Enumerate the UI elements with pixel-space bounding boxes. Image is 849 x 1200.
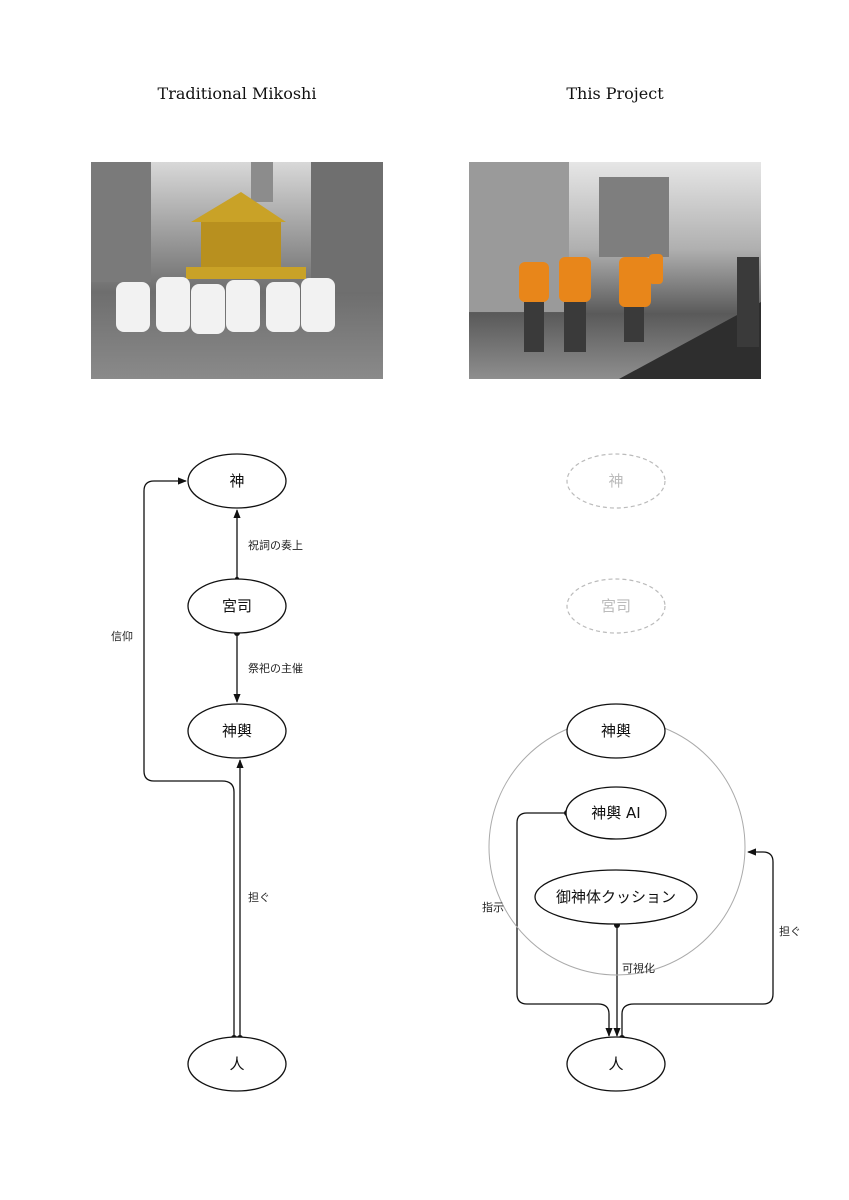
edge-shiji (516, 812, 613, 1037)
svg-text:神輿: 神輿 (601, 722, 631, 740)
svg-text:人: 人 (608, 1055, 623, 1073)
project-mikoshi-photo (469, 162, 761, 379)
svg-text:宮司: 宮司 (222, 597, 252, 615)
left-column-title: Traditional Mikoshi (157, 84, 317, 103)
node-hito-right: 人 (566, 1036, 666, 1092)
right-column-title: This Project (566, 84, 664, 103)
svg-text:御神体クッション: 御神体クッション (556, 888, 676, 906)
node-mikoshi-right: 神輿 (566, 703, 666, 759)
node-kami-ghost: 神 (566, 453, 666, 509)
svg-text:神: 神 (608, 472, 623, 490)
node-kami: 神 (187, 453, 287, 509)
edge-shinko (143, 477, 235, 1038)
label-shiji: 指示 (482, 900, 504, 914)
node-cushion: 御神体クッション (534, 869, 698, 925)
node-guji: 宮司 (187, 578, 287, 634)
node-mikoshi-ai: 神輿 AI (565, 786, 667, 840)
svg-text:人: 人 (229, 1055, 244, 1073)
label-kashika: 可視化 (622, 961, 655, 975)
svg-text:神輿: 神輿 (222, 722, 252, 740)
edge-katsugu-right (621, 848, 774, 1038)
label-katsugu-left: 担ぐ (248, 890, 270, 904)
traditional-mikoshi-photo (91, 162, 383, 379)
svg-text:神: 神 (229, 472, 244, 490)
node-hito: 人 (187, 1036, 287, 1092)
svg-text:宮司: 宮司 (601, 597, 631, 615)
label-shinko: 信仰 (111, 629, 133, 643)
node-guji-ghost: 宮司 (566, 578, 666, 634)
svg-text:神輿 AI: 神輿 AI (591, 804, 640, 822)
label-norito: 祝詞の奏上 (248, 538, 303, 552)
label-saishi: 祭祀の主催 (248, 661, 303, 675)
label-katsugu-right: 担ぐ (779, 924, 801, 938)
node-mikoshi: 神輿 (187, 703, 287, 759)
